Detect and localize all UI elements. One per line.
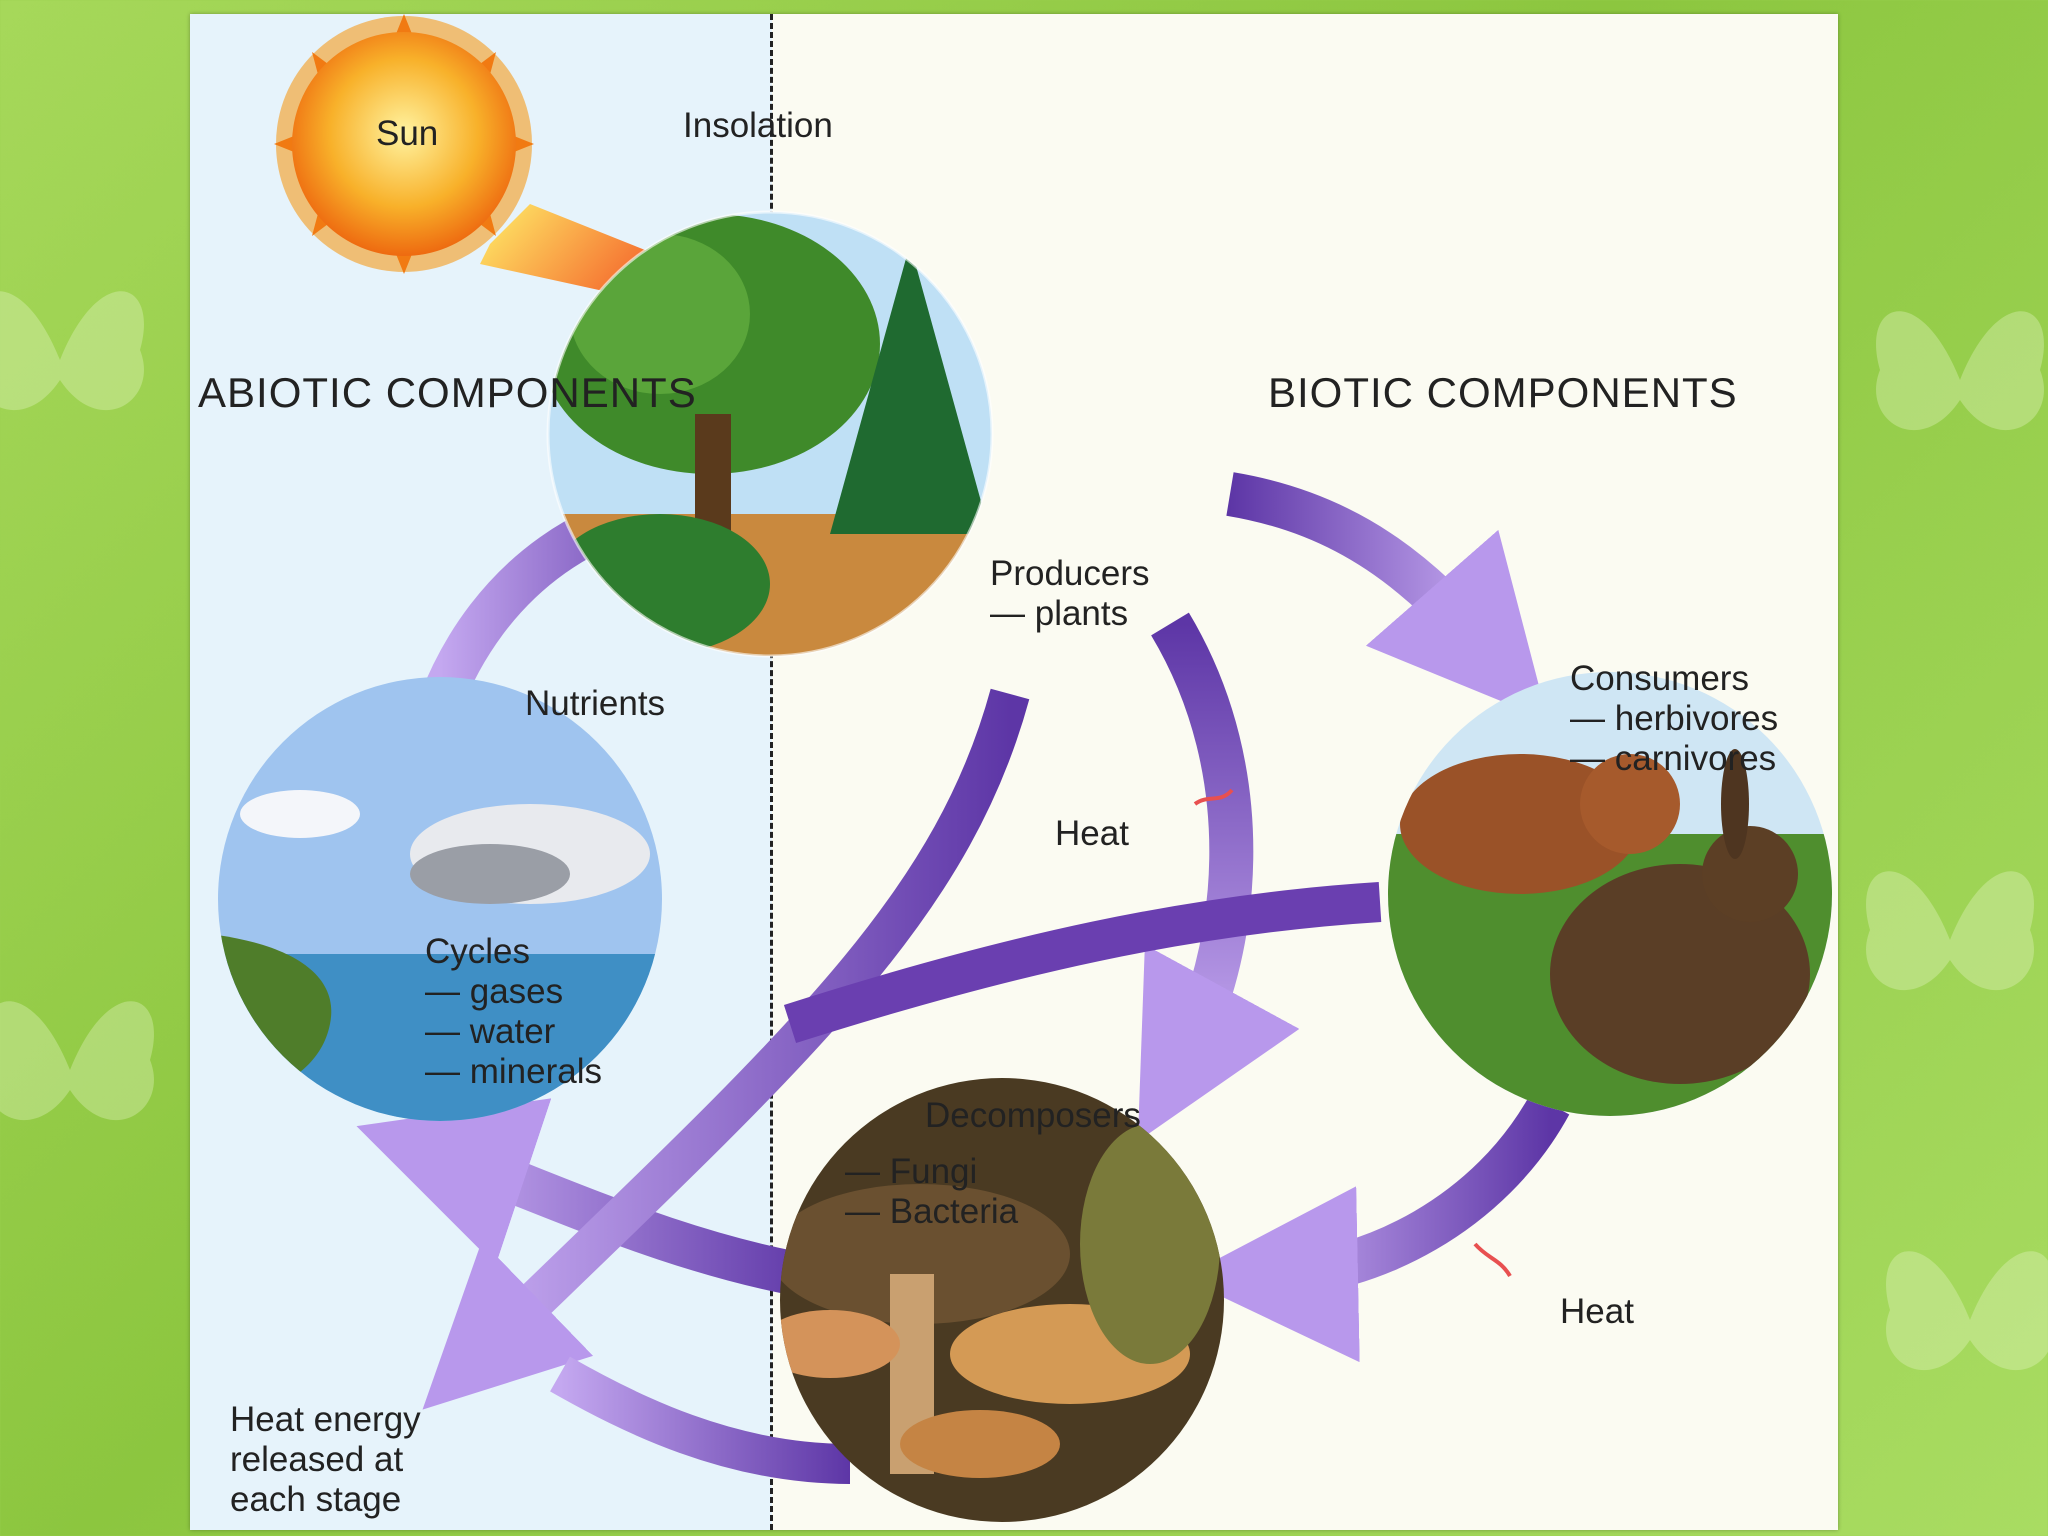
heat-outflow-decomposers bbox=[550, 1356, 851, 1484]
butterfly-icon bbox=[0, 1001, 154, 1120]
heat-squiggle-icon bbox=[1473, 1242, 1512, 1278]
sun-label: Sun bbox=[376, 114, 439, 153]
sun-icon bbox=[274, 14, 534, 274]
producers-label: Producers — plants bbox=[990, 554, 1150, 633]
butterfly-icon bbox=[1876, 311, 2044, 431]
diagram-panel: Sun Insolation ABIOTIC COMPONENTS BIOTIC… bbox=[190, 14, 1838, 1530]
flow-arrows bbox=[356, 416, 1570, 1484]
butterfly-icon bbox=[0, 291, 144, 410]
cycles-label: Cycles — gases — water — minerals bbox=[425, 932, 602, 1091]
ecosystem-diagram bbox=[218, 14, 1832, 1522]
consumers-label: Consumers — herbivores — carnivores bbox=[1570, 659, 1779, 778]
consumers-to-decomposers-arrow bbox=[1182, 1093, 1570, 1363]
producers-circle bbox=[548, 212, 992, 656]
insolation-label: Insolation bbox=[683, 106, 833, 145]
heat-outflow-consumers bbox=[783, 882, 1382, 1044]
decomposer-types-label: — Fungi — Bacteria bbox=[845, 1152, 1019, 1231]
producers-to-decomposers-arrow bbox=[1137, 612, 1300, 1142]
heat-label-center: Heat bbox=[1055, 814, 1129, 853]
decomposers-circle bbox=[780, 1078, 1224, 1522]
cycles-circle bbox=[218, 677, 662, 1121]
heat-label-right: Heat bbox=[1560, 1292, 1634, 1331]
biotic-heading: BIOTIC COMPONENTS bbox=[1268, 369, 1738, 416]
nutrients-label: Nutrients bbox=[525, 684, 666, 723]
butterfly-icon bbox=[1866, 871, 2034, 991]
heat-energy-label: Heat energy released at each stage bbox=[230, 1400, 421, 1519]
abiotic-heading: ABIOTIC COMPONENTS bbox=[198, 369, 697, 416]
producers-to-consumers-arrow bbox=[1226, 472, 1548, 721]
heat-squiggle-icon bbox=[1193, 788, 1234, 806]
consumers-circle bbox=[1388, 672, 1832, 1116]
butterfly-icon bbox=[1886, 1251, 2048, 1370]
abiotic-biotic-divider bbox=[770, 14, 773, 1530]
decomposers-label: Decomposers bbox=[925, 1096, 1141, 1135]
